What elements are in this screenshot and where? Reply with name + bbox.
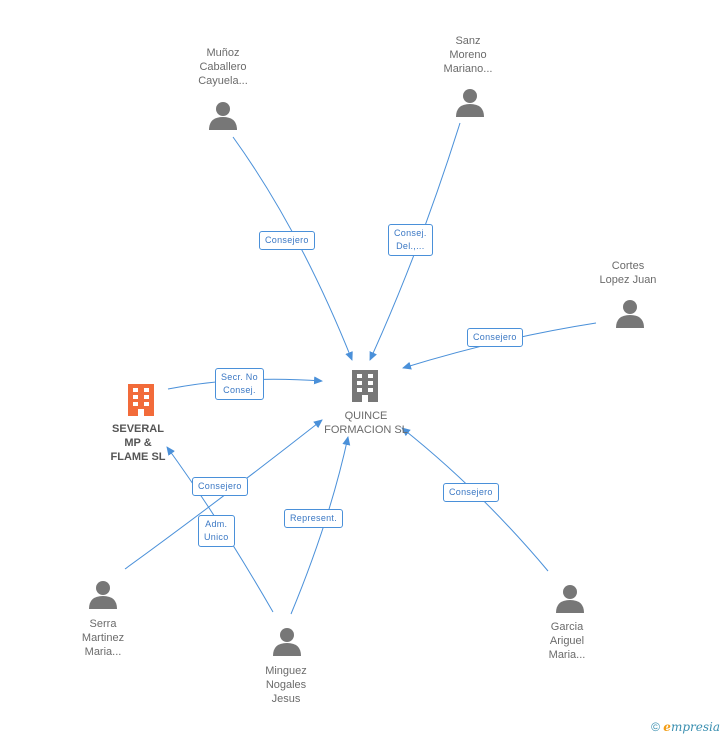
building-icon[interactable] xyxy=(349,368,381,404)
node-label-munoz[interactable]: Muñoz Caballero Cayuela... xyxy=(198,47,248,87)
footer-brand[interactable]: © empresia xyxy=(651,720,720,734)
edge-label-serra-consejero[interactable]: Consejero xyxy=(192,477,248,496)
person-icon[interactable] xyxy=(554,582,586,614)
edge-label-minguez-represent[interactable]: Represent. xyxy=(284,509,344,528)
person-icon[interactable] xyxy=(271,625,303,657)
person-icon[interactable] xyxy=(454,86,486,118)
building-icon-highlighted[interactable] xyxy=(125,382,157,418)
person-icon[interactable] xyxy=(614,297,646,329)
person-icon[interactable] xyxy=(207,99,239,131)
edge-label-cortes-consejero[interactable]: Consejero xyxy=(467,328,523,347)
node-label-cortes[interactable]: Cortes Lopez Juan xyxy=(599,260,657,286)
edge-label-several-secr[interactable]: Secr. No Consej. xyxy=(215,368,264,400)
node-label-minguez[interactable]: Minguez Nogales Jesus xyxy=(265,665,307,705)
node-label-several[interactable]: SEVERAL MP & FLAME SL xyxy=(110,423,166,463)
edge-label-garcia-consejero[interactable]: Consejero xyxy=(443,483,499,502)
edge-serra-quince xyxy=(124,419,323,570)
person-icon[interactable] xyxy=(87,578,119,610)
node-label-quince[interactable]: QUINCE FORMACION SL xyxy=(324,410,408,436)
node-label-serra[interactable]: Serra Martinez Maria... xyxy=(81,618,125,658)
edge-label-serra-adm[interactable]: Adm. Unico xyxy=(198,515,235,547)
node-label-garcia[interactable]: Garcia Ariguel Maria... xyxy=(548,621,586,661)
copyright-icon: © xyxy=(651,720,660,734)
edge-label-munoz-consejero[interactable]: Consejero xyxy=(259,231,315,250)
brand-logo: empresia xyxy=(663,720,720,734)
edge-label-sanz-consej[interactable]: Consej. Del.,... xyxy=(388,224,433,256)
node-label-sanz[interactable]: Sanz Moreno Mariano... xyxy=(443,35,493,75)
